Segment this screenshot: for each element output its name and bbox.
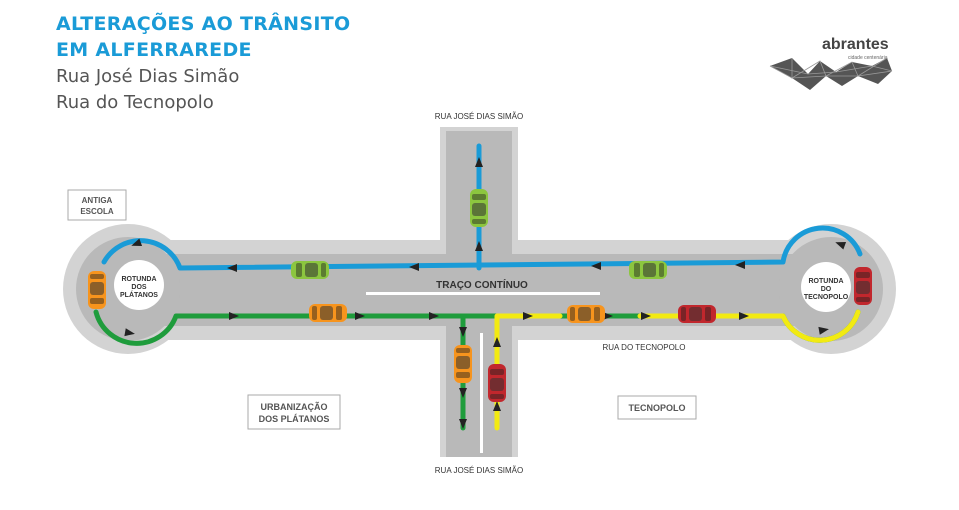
continuous-line xyxy=(366,292,600,295)
car-green-2 xyxy=(291,261,329,279)
page-subtitle-line1: Rua José Dias Simão xyxy=(56,66,240,87)
car-orange-1 xyxy=(88,271,106,309)
logo-tagline: cidade centenária xyxy=(848,55,888,61)
area-box-urbanizacao: URBANIZAÇÃO DOS PLÁTANOS xyxy=(247,394,341,430)
car-orange-2 xyxy=(309,304,347,322)
car-green-3 xyxy=(629,261,667,279)
street-label-bottom: RUA JOSÉ DIAS SIMÃO xyxy=(435,466,523,475)
page-title-line1: ALTERAÇÕES AO TRÂNSITO xyxy=(56,13,351,35)
area-box-antiga-escola: ANTIGA ESCOLA xyxy=(67,189,127,221)
logo-name: abrantes xyxy=(822,36,889,53)
rotunda-left-label-2: DOS xyxy=(131,284,147,291)
car-red-3 xyxy=(488,364,506,402)
svg-text:DOS PLÁTANOS: DOS PLÁTANOS xyxy=(259,414,330,424)
svg-text:ANTIGA: ANTIGA xyxy=(82,196,113,205)
car-red-2 xyxy=(854,267,872,305)
rotunda-right-label-2: DO xyxy=(821,286,832,293)
rotunda-right-island xyxy=(801,262,851,312)
page-title-line2: EM ALFERRAREDE xyxy=(56,39,252,61)
area-box-tecnopolo: TECNOPOLO xyxy=(617,395,697,420)
svg-text:TECNOPOLO: TECNOPOLO xyxy=(628,403,685,413)
rotunda-right-label-3: TECNOPOLO xyxy=(804,294,849,301)
car-red-1 xyxy=(678,305,716,323)
abrantes-logo: abrantes cidade centenária xyxy=(769,36,893,90)
car-orange-4 xyxy=(454,345,472,383)
street-label-top: RUA JOSÉ DIAS SIMÃO xyxy=(435,112,523,121)
rua-tecnopolo-label: RUA DO TECNOPOLO xyxy=(603,343,686,352)
rotunda-right-label-1: ROTUNDA xyxy=(809,278,844,285)
car-green-1 xyxy=(470,189,488,227)
rotunda-left-label-1: ROTUNDA xyxy=(122,276,157,283)
svg-text:URBANIZAÇÃO: URBANIZAÇÃO xyxy=(261,402,328,412)
svg-text:ESCOLA: ESCOLA xyxy=(80,207,114,216)
page-subtitle-line2: Rua do Tecnopolo xyxy=(56,92,214,113)
traco-continuo-label: TRAÇO CONTÍNUO xyxy=(436,278,528,291)
car-orange-3 xyxy=(567,305,605,323)
rotunda-left-label-3: PLÁTANOS xyxy=(120,290,158,299)
rotunda-left-island xyxy=(114,260,164,310)
